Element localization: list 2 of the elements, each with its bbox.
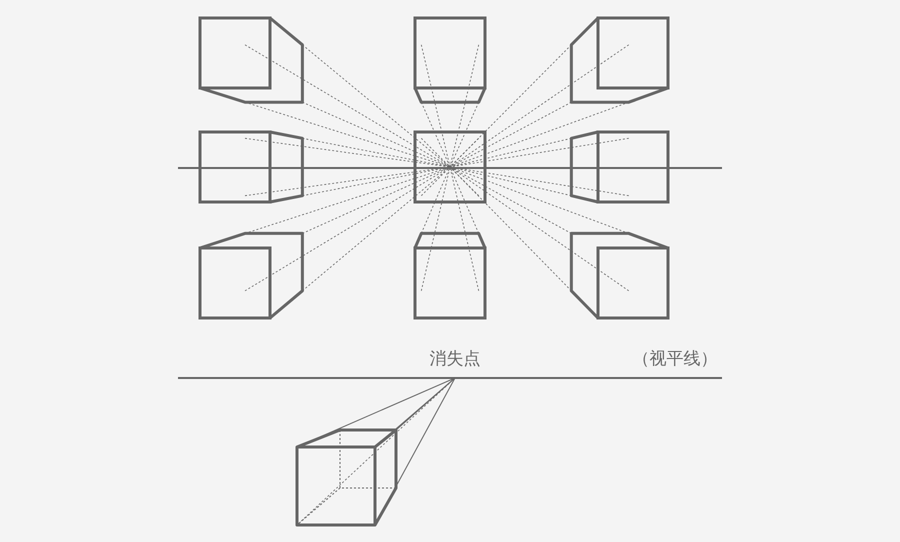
horizon-line-label: （视平线） xyxy=(632,348,718,370)
vanishing-point-label: 消失点 xyxy=(430,348,480,370)
